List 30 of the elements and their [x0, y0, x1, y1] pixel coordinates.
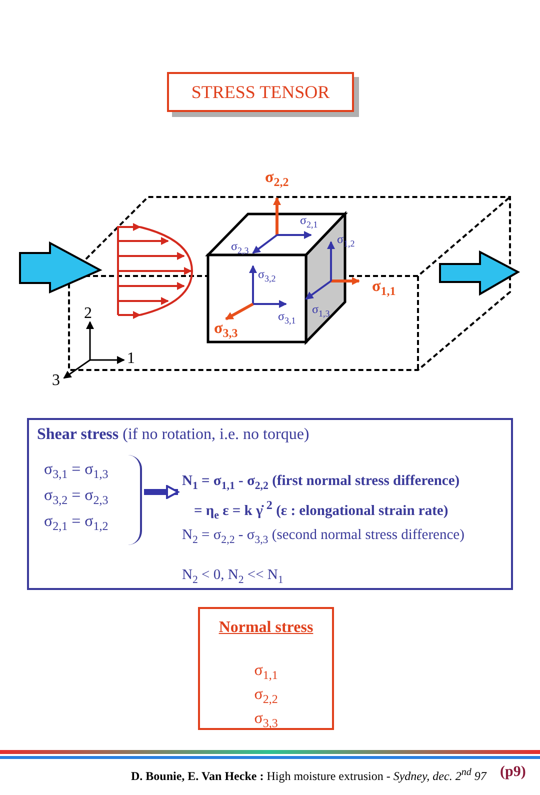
heading: Shear stress (if no rotation, i.e. no torque) — [37, 426, 310, 444]
symbol-text: σ$_{2,2}$ — [253, 685, 279, 708]
symbol-text: σ$_{3,3}$ — [253, 709, 279, 733]
stress-symbol: σ$_{2,1}$ — [300, 214, 318, 230]
info-panel — [198, 607, 334, 730]
stress-symbol: σ$_{1,1}$ — [372, 279, 396, 298]
title-box: STRESS TENSOR — [167, 72, 354, 112]
axis-label: 2 — [84, 306, 92, 322]
equation-text: N$_{2}$ < 0, N$_{2}$ << N$_{1}$ — [182, 567, 382, 587]
stress-symbol: σ$_{2,3}$ — [231, 240, 249, 256]
heading: Normal stress — [218, 619, 314, 637]
equation-text: N$_{2}$ = σ$_{2,2}$ - σ$_{3,3}$ (second normal stress difference) — [182, 527, 512, 547]
stress-symbol: σ$_{3,3}$ — [214, 321, 238, 340]
footer-text: D. Bounie, E. Van Hecke : High moisture extrusion - Sydney, dec. 2$^{nd}$ 97 — [131, 768, 486, 782]
page-number: (p9) — [500, 765, 526, 780]
symbol-text: σ$_{1,1}$ — [253, 661, 279, 684]
equation-text: = η$_{e}$ ε = k γ̇ $^{2}$ (ε : elongational strain rate) — [193, 496, 450, 524]
axis-label: 3 — [52, 373, 60, 389]
stress-symbol: σ$_{3,1}$ — [278, 310, 296, 326]
equation-text: σ$_{3,1}$ = σ$_{1,3}$ — [44, 460, 110, 484]
info-panel — [27, 418, 513, 590]
equation-text: N$_{1}$ = σ$_{1,1}$ - σ$_{2,2}$ (first normal stress difference) — [182, 472, 461, 494]
equation-text: σ$_{3,2}$ = σ$_{2,3}$ — [44, 486, 110, 510]
equation-block — [44, 455, 142, 545]
axis-label: 1 — [127, 351, 135, 367]
stress-symbol: σ$_{1,3}$ — [312, 303, 330, 318]
equation-text: σ$_{2,1}$ = σ$_{1,2}$ — [44, 512, 110, 536]
arrow — [144, 485, 179, 499]
stress-symbol: σ$_{2,2}$ — [265, 170, 289, 188]
stress-symbol: σ$_{3,2}$ — [258, 268, 276, 284]
